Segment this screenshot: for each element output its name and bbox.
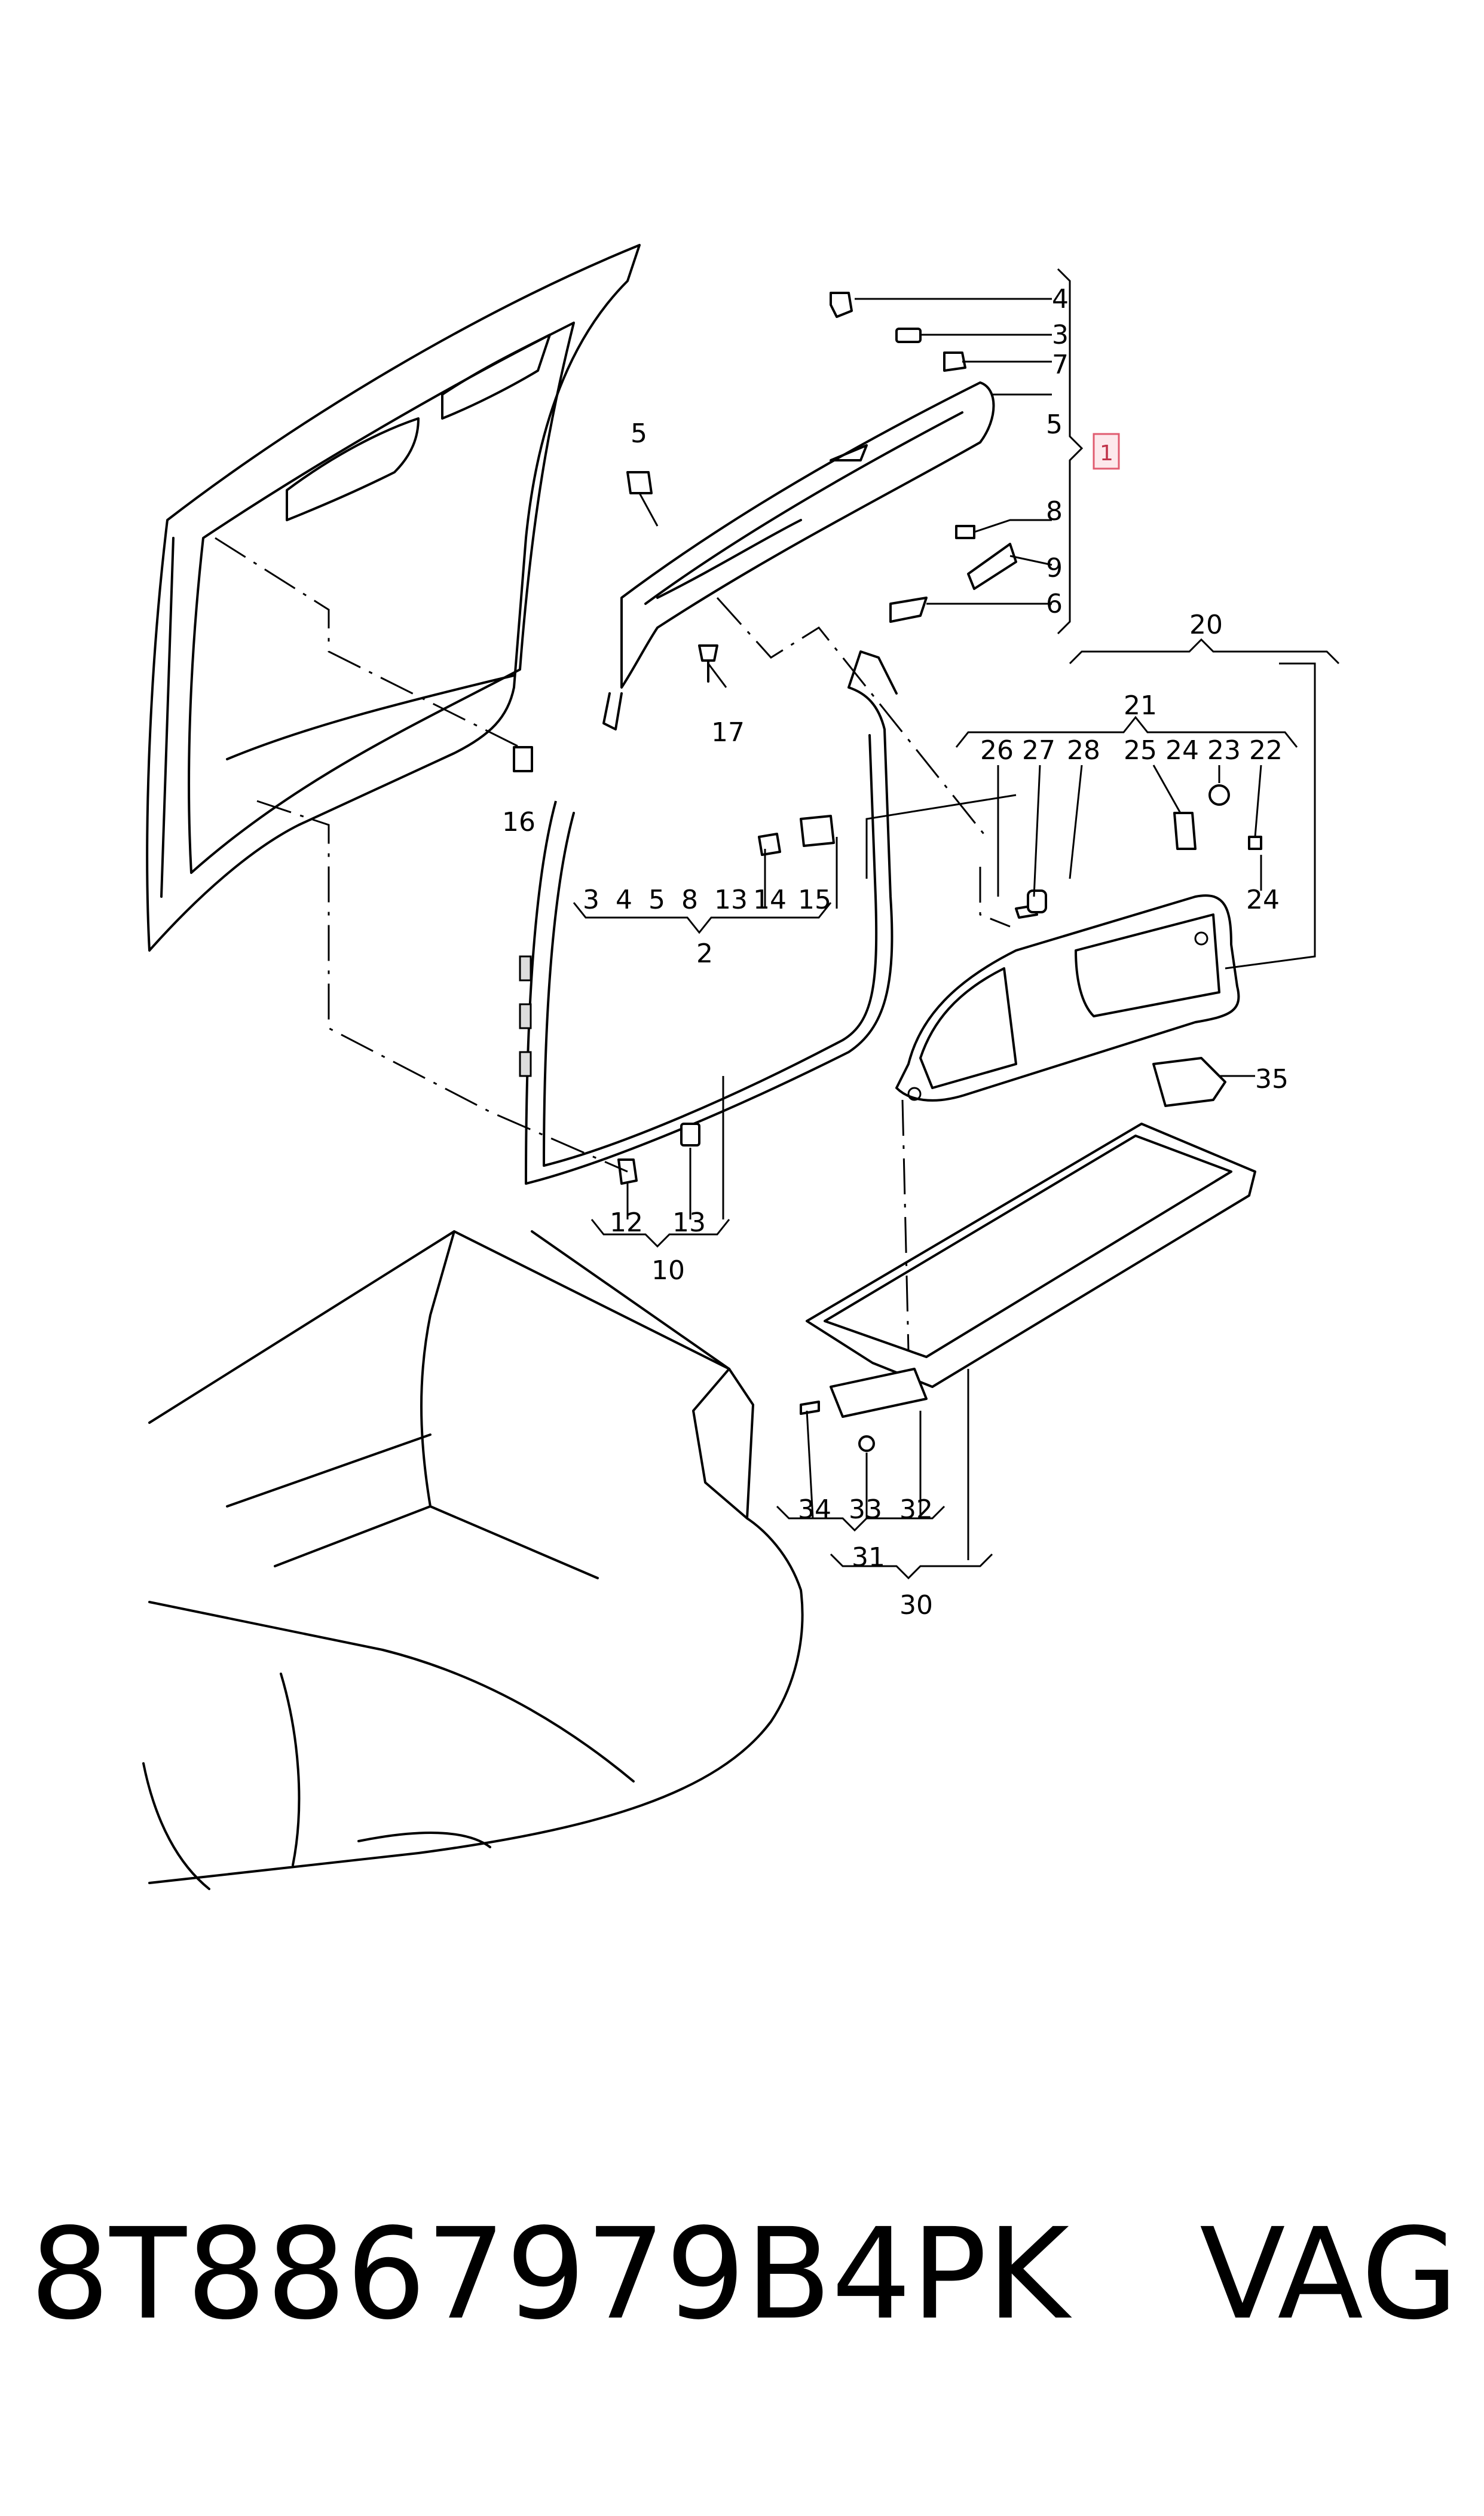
callout-21-member-26: 26 <box>980 735 1014 766</box>
callout-2-member-14: 14 <box>753 885 787 915</box>
trunk-seal <box>519 650 898 1185</box>
callout-8: 8 <box>1046 496 1063 527</box>
callout-35: 35 <box>1255 1064 1289 1095</box>
trunk-lid-outer <box>146 244 641 952</box>
callout-31-member-32: 32 <box>899 1494 933 1525</box>
callout-2-member-4: 4 <box>616 885 632 915</box>
callout-2-member-15: 15 <box>798 885 831 915</box>
rear-shelf-frame <box>895 894 1240 1102</box>
callout-2: 2 <box>696 938 713 969</box>
callout-12: 12 <box>610 1207 643 1238</box>
callout-2-member-13: 13 <box>714 885 748 915</box>
callout-24-right: 24 <box>1246 885 1280 915</box>
callout-9: 9 <box>1046 553 1063 583</box>
callout-7: 7 <box>1052 350 1069 380</box>
brand-label: VAG <box>1200 2201 1458 2347</box>
callout-31-member-33: 33 <box>849 1494 882 1525</box>
callout-4: 4 <box>1052 284 1069 314</box>
callout-31-member-34: 34 <box>798 1494 831 1525</box>
callout-21-member-25: 25 <box>1124 735 1157 766</box>
callout-10: 10 <box>651 1255 685 1286</box>
callout-21: 21 <box>1124 690 1157 721</box>
highlighted-callout-box <box>1093 433 1120 470</box>
callout-30: 30 <box>899 1590 933 1621</box>
callout-21-member-22: 22 <box>1249 735 1283 766</box>
callout-5-lower: 5 <box>631 418 647 449</box>
callout-21-member-23: 23 <box>1207 735 1241 766</box>
callout-3: 3 <box>1052 320 1069 350</box>
callout-21-member-27: 27 <box>1022 735 1055 766</box>
callout-20: 20 <box>1189 610 1223 640</box>
trunk-lid-trim-panel <box>602 381 995 730</box>
callout-6: 6 <box>1046 589 1063 619</box>
callout-1: 1 <box>1100 441 1113 466</box>
callout-5-upper: 5 <box>1046 409 1063 440</box>
car-body-rear <box>142 1230 804 1890</box>
part-number-footer: 8T8867979B4PK VAG <box>30 2206 1458 2343</box>
callout-2-member-8: 8 <box>681 885 698 915</box>
connector-lines <box>215 537 1011 1352</box>
brackets <box>573 268 1340 1580</box>
callout-labels: 4 3 7 5 1 8 9 6 5 17 16 3 4 5 8 13 14 15… <box>502 284 1289 1621</box>
callout-21-member-24: 24 <box>1165 735 1199 766</box>
part-number: 8T8867979B4PK <box>30 2201 1070 2347</box>
callout-17: 17 <box>711 717 745 748</box>
callout-16: 16 <box>502 807 536 837</box>
parcel-shelf <box>806 1123 1256 1388</box>
callout-13: 13 <box>672 1207 706 1238</box>
callout-31: 31 <box>852 1542 885 1573</box>
leader-lines <box>626 298 1316 1560</box>
small-parts <box>513 292 1262 1452</box>
callout-2-member-3: 3 <box>583 885 599 915</box>
callout-21-member-28: 28 <box>1067 735 1100 766</box>
callout-2-member-5: 5 <box>648 885 665 915</box>
